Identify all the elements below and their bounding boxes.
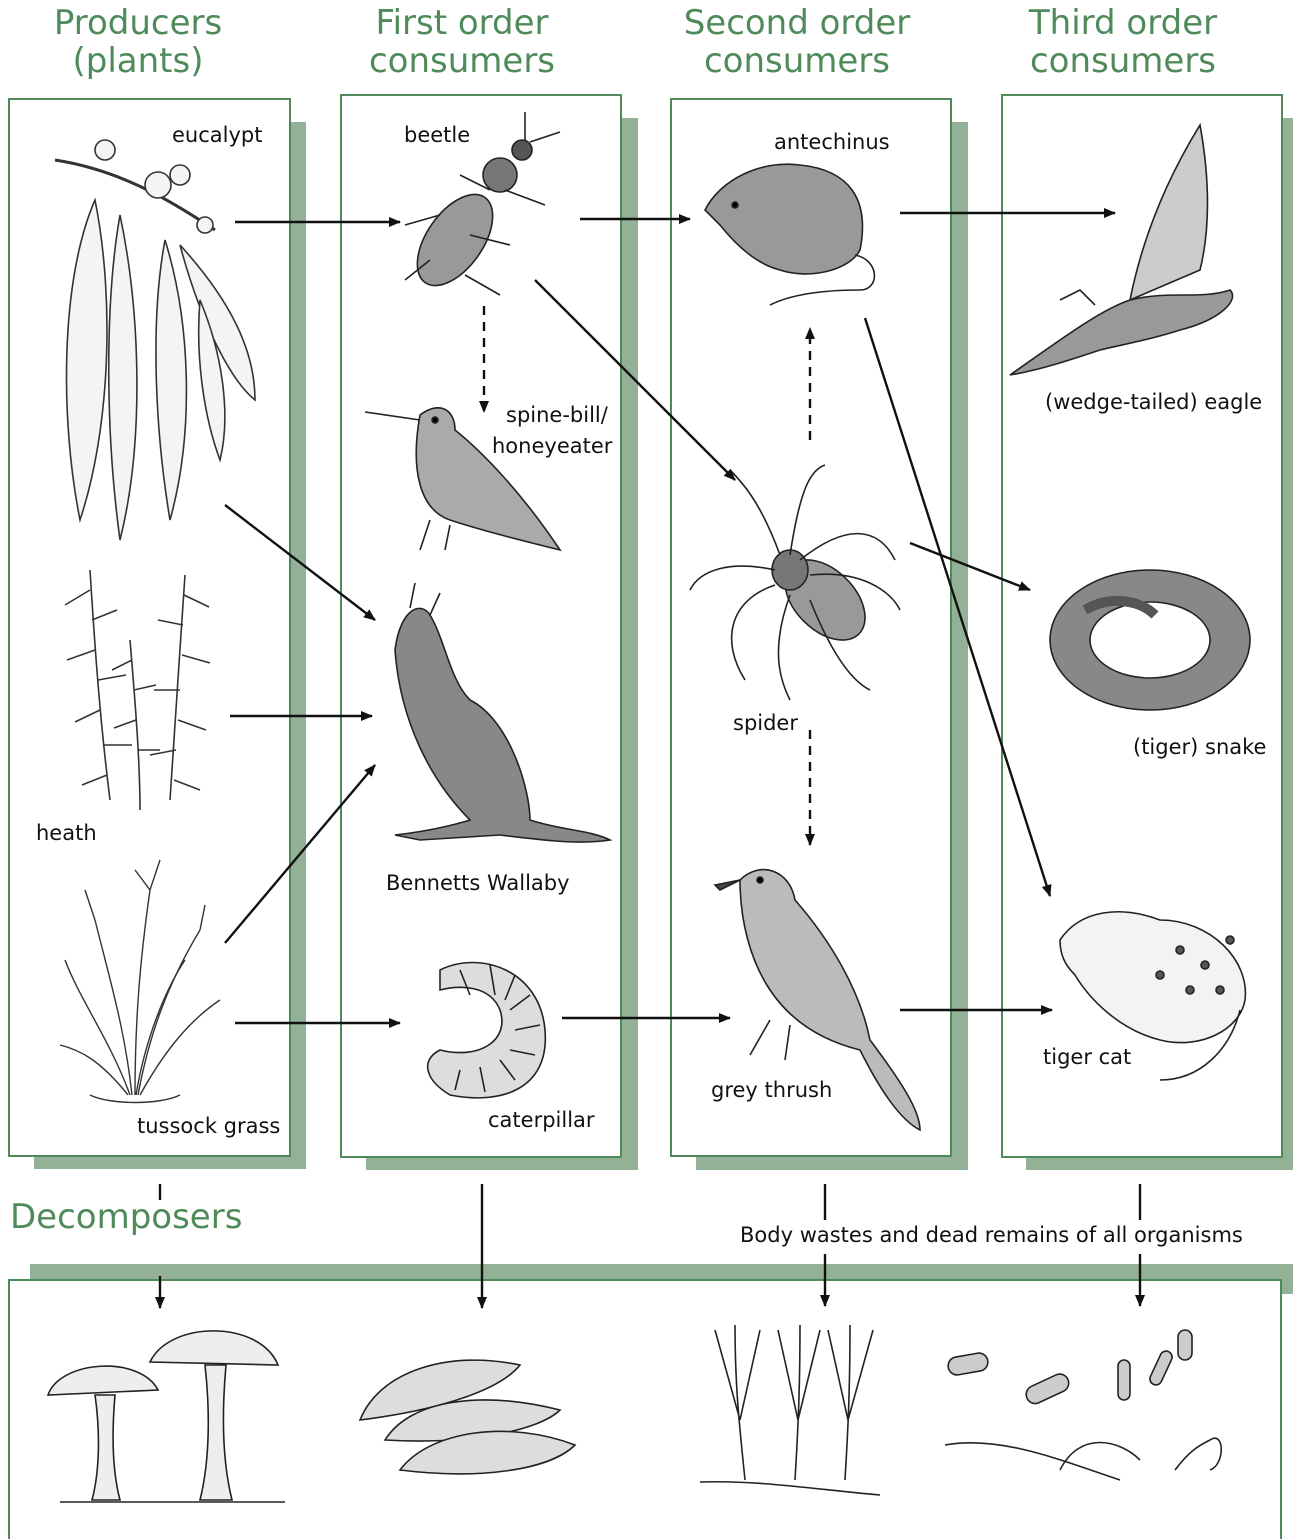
mould-icon — [700, 1325, 880, 1495]
wallaby-icon — [395, 583, 610, 842]
decomposers-caption: Body wastes and dead remains of all orga… — [736, 1222, 1247, 1248]
heath-icon — [65, 570, 210, 810]
tussock-grass-icon — [60, 860, 220, 1103]
bacteria-icon — [945, 1330, 1221, 1480]
eucalypt-label: eucalypt — [172, 122, 262, 148]
caterpillar-label: caterpillar — [488, 1107, 595, 1133]
eagle-label: (wedge-tailed) eagle — [1045, 389, 1262, 415]
caterpillar-icon — [428, 963, 546, 1098]
eagle-icon — [1010, 125, 1233, 375]
antechinus-icon — [705, 164, 874, 305]
wallaby-label: Bennetts Wallaby — [386, 870, 570, 896]
tiger-snake-icon — [1050, 570, 1250, 710]
tussock-grass-label: tussock grass — [137, 1113, 280, 1139]
tiger-cat-label: tiger cat — [1043, 1044, 1131, 1070]
mushrooms-icon — [48, 1331, 285, 1502]
eucalypt-icon — [55, 140, 255, 540]
dashed-arrows — [484, 306, 810, 845]
heath-label: heath — [36, 820, 97, 846]
spine-bill-label-line2: honeyeater — [492, 433, 612, 459]
spine-bill-label-line1: spine-bill/ — [506, 402, 608, 428]
spine-bill-icon — [365, 408, 560, 550]
beetle-label: beetle — [404, 122, 470, 148]
grey-thrush-label: grey thrush — [711, 1077, 832, 1103]
spider-label: spider — [733, 710, 798, 736]
antechinus-label: antechinus — [774, 129, 890, 155]
food-chain-arrows — [225, 213, 1115, 1023]
tiger-snake-label: (tiger) snake — [1133, 734, 1266, 760]
spider-icon — [690, 465, 900, 700]
decomposers-title: Decomposers — [10, 1197, 242, 1237]
bracket-fungi-icon — [360, 1360, 575, 1474]
